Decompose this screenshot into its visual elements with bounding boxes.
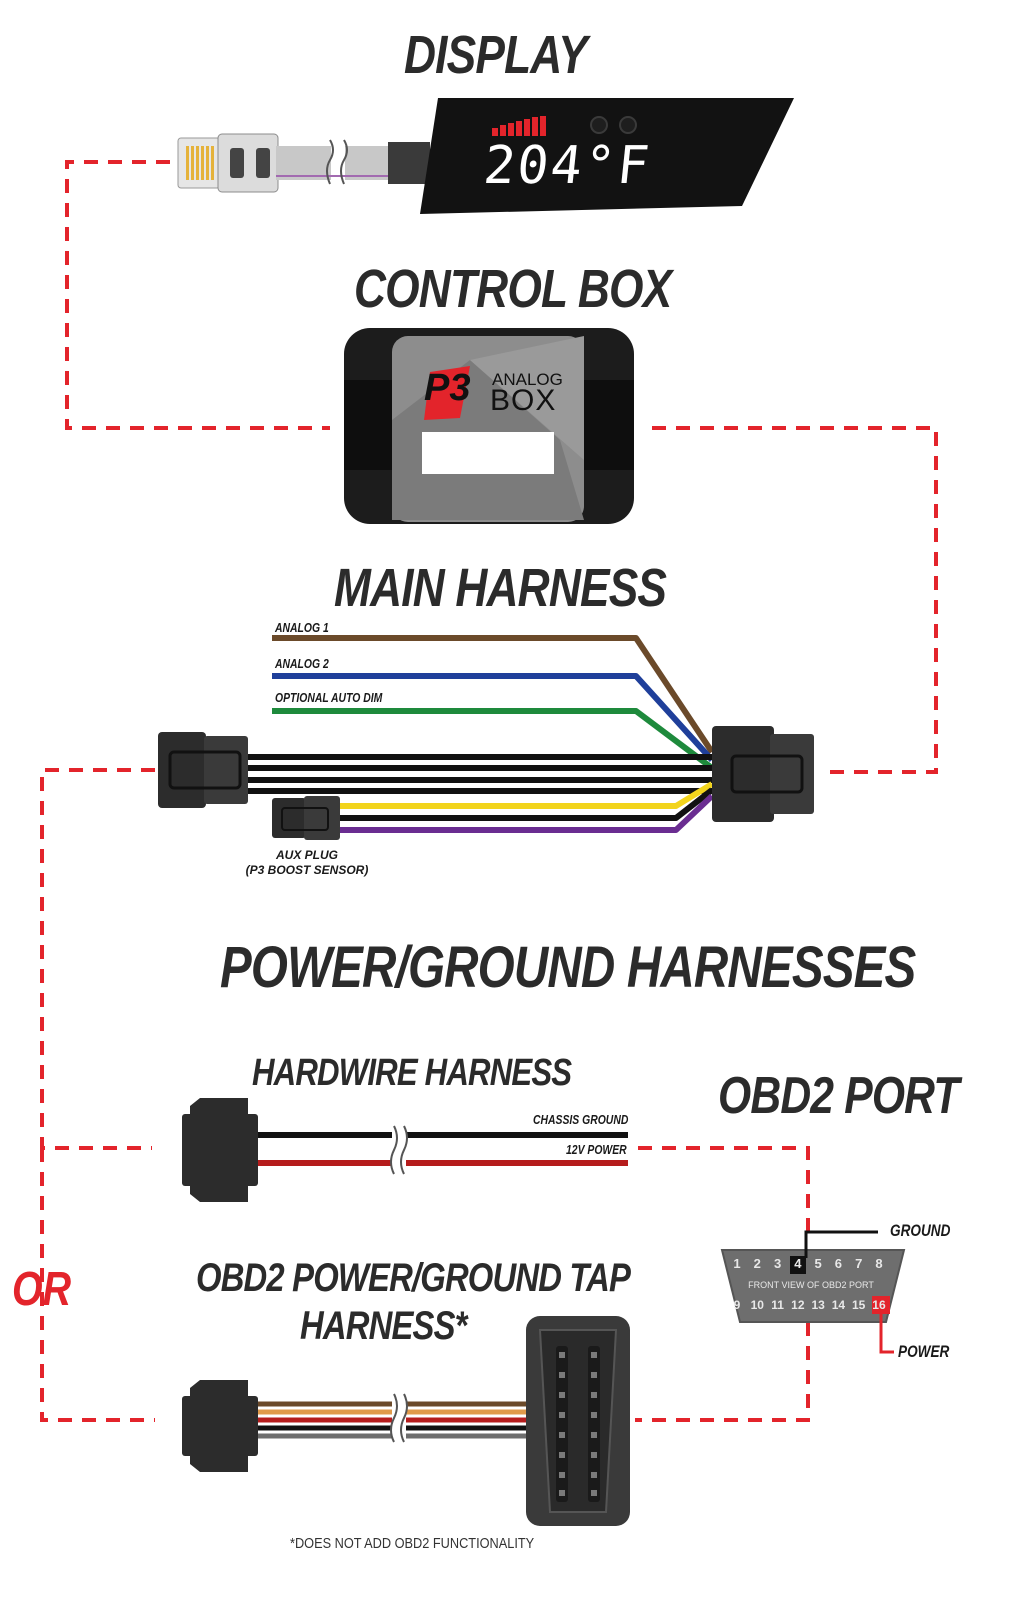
brand-logo: P3 (424, 367, 471, 409)
pin-6: 6 (834, 1256, 843, 1271)
pin-10: 10 (750, 1298, 764, 1312)
tap-connector (182, 1380, 258, 1472)
pin-16-highlight (872, 1296, 890, 1314)
control-box-heading: CONTROL BOX (354, 259, 672, 319)
aux-plug-line2: (P3 BOOST SENSOR) (245, 863, 369, 877)
pin-4: 4 (794, 1256, 802, 1271)
pin-13: 13 (811, 1298, 825, 1312)
pin-5: 5 (814, 1256, 822, 1271)
wire-label-analog2: ANALOG 2 (275, 656, 329, 671)
control-box-label-area (422, 432, 554, 474)
obd-bottom-pins: 9 10 11 12 13 14 15 16 (727, 1298, 889, 1312)
pin-1: 1 (733, 1256, 741, 1271)
wire-label-autodim: OPTIONAL AUTO DIM (275, 690, 383, 705)
pin-14: 14 (831, 1298, 846, 1312)
pin-4-highlight (790, 1256, 806, 1274)
pin-2: 2 (753, 1256, 761, 1271)
aux-plug-label: AUX PLUG (P3 BOOST SENSOR) (232, 848, 382, 878)
display-readout: 204°F (480, 136, 654, 196)
pin-8: 8 (875, 1256, 883, 1271)
power-leader (879, 1310, 894, 1354)
hardwire-heading: HARDWIRE HARNESS (252, 1052, 572, 1094)
ground-pin-label: GROUND (890, 1221, 951, 1240)
chassis-ground-label: CHASSIS GROUND (533, 1112, 629, 1127)
footnote: *DOES NOT ADD OBD2 FUNCTIONALITY (290, 1535, 535, 1552)
ribbon-cable (276, 139, 430, 185)
aux-plug-line1: AUX PLUG (275, 848, 338, 862)
wire-label-analog1: ANALOG 1 (275, 620, 329, 635)
obd2-port-body (720, 1249, 906, 1323)
power-pin-label: POWER (898, 1342, 950, 1361)
power-ground-heading: POWER/GROUND HARNESSES (220, 935, 916, 1000)
rj-connector (177, 133, 279, 193)
pin-3: 3 (773, 1256, 782, 1271)
obd2-tap-heading-line1: OBD2 POWER/GROUND TAP (196, 1256, 631, 1300)
main-harness-heading: MAIN HARNESS (334, 558, 667, 618)
main-harness-wires (246, 635, 715, 833)
led-bar (492, 116, 546, 136)
box-title-line2: BOX (490, 384, 557, 417)
pin-12: 12 (791, 1298, 805, 1312)
dash-harness-to-hardwire (40, 768, 155, 1150)
pin-15: 15 (852, 1298, 866, 1312)
connection-dashes (40, 160, 938, 1422)
ground-leader (804, 1230, 878, 1258)
hardwire-wires (258, 1132, 628, 1166)
obd2-port-heading: OBD2 PORT (718, 1067, 959, 1125)
obd-top-pins: 1 2 3 4 5 6 7 8 (727, 1256, 889, 1271)
dash-or-branch (40, 1148, 155, 1422)
or-label: OR (12, 1263, 72, 1316)
dash-display-to-box (65, 160, 330, 430)
right-main-connector (712, 726, 814, 822)
obd2-tap-heading-line2: HARNESS* (300, 1304, 467, 1348)
left-main-connector (158, 732, 248, 808)
dash-hardwire-to-port (638, 1146, 810, 1238)
display-heading: DISPLAY (404, 25, 588, 85)
pin-9: 9 (733, 1298, 741, 1312)
power-12v-label: 12V POWER (566, 1142, 627, 1157)
dash-box-to-harness (652, 426, 938, 774)
obd-caption: FRONT VIEW OF OBD2 PORT (748, 1280, 874, 1290)
pin-11: 11 (771, 1298, 784, 1312)
pin-16: 16 (872, 1298, 886, 1312)
box-title-line1: ANALOG (492, 370, 563, 389)
display-button-right (619, 116, 637, 134)
aux-plug-connector (272, 796, 340, 840)
dash-port-to-tap (635, 1322, 810, 1422)
obd2-plug (526, 1316, 630, 1526)
hardwire-connector (182, 1098, 258, 1202)
pin-7: 7 (855, 1256, 863, 1271)
p3-logo-mark (424, 366, 470, 420)
display-button-left (590, 116, 608, 134)
